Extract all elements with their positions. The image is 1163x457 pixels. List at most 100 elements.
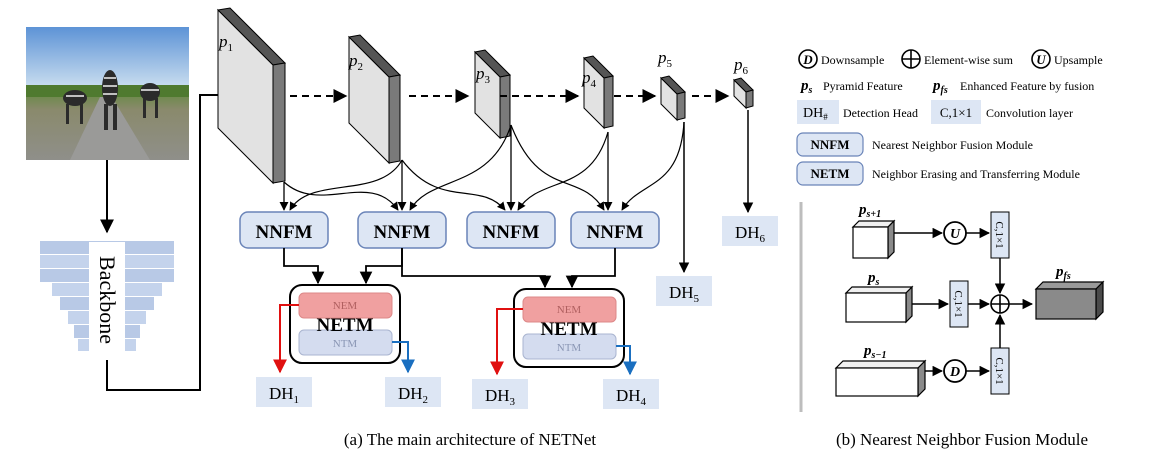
zebra-figure	[63, 70, 160, 130]
svg-text:DH3: DH3	[485, 386, 516, 408]
pyramid-label-p6: p6	[733, 55, 749, 77]
dh-box-5: DH5	[656, 276, 712, 306]
nnfm-label: NNFM	[256, 222, 313, 243]
conv-box-bot: C,1×1	[990, 347, 1010, 395]
element-sum-icon	[901, 49, 921, 69]
dh-box-4: DH4	[603, 379, 659, 409]
svg-text:ps−1: ps−1	[862, 343, 886, 361]
netm-label: NETM	[317, 315, 374, 336]
svg-text:DH#: DH#	[803, 106, 828, 122]
p-s-cuboid	[844, 285, 914, 324]
fusion-conv-label: C,1×1	[993, 221, 1005, 248]
legend-dh-label: Detection Head	[843, 106, 918, 120]
legend-dh-sub: #	[823, 112, 828, 122]
pyramid-label-p2: p2	[348, 51, 363, 73]
legend-ps-sub: s	[808, 85, 813, 96]
netm-block-1: NEM NTM NETM	[289, 284, 401, 364]
dh-box-6: DH6	[722, 216, 778, 246]
dh-label: DH	[485, 386, 510, 405]
fusion-conv-label: C,1×1	[952, 290, 964, 317]
svg-text:ps+1: ps+1	[857, 202, 881, 220]
p5-p6-to-dh-arrows	[678, 110, 754, 274]
pyramid-label-p5: p5	[657, 48, 673, 70]
ntm-label: NTM	[557, 342, 582, 354]
pyramid-plane-1: p1	[216, 7, 287, 185]
legend-pfs-symbol: p	[931, 78, 941, 94]
fusion-p-out: p	[1054, 264, 1064, 280]
dh-label: DH	[735, 223, 760, 242]
dh-box-2: DH2	[385, 377, 441, 407]
svg-text:DH6: DH6	[735, 223, 766, 245]
legend-sum-label: Element-wise sum	[924, 53, 1014, 67]
netm-output-arrows	[273, 304, 637, 376]
nnfm-box-2: NNFM	[357, 211, 447, 249]
detection-heads: DH1 DH2 DH3 DH4 DH5 DH6	[256, 216, 778, 409]
element-sum-icon	[990, 294, 1010, 314]
fusion-down-symbol: D	[949, 365, 960, 380]
caption-fusion: (b) Nearest Neighbor Fusion Module	[836, 430, 1088, 449]
nnfm-boxes: NNFM NNFM NNFM NNFM	[239, 211, 660, 249]
legend-upsample-symbol: U	[1036, 52, 1046, 67]
fusion-p-top: p	[857, 202, 867, 218]
legend-pfs-sub: fs	[941, 85, 948, 96]
nnfm-label: NNFM	[483, 222, 540, 243]
dh-label: DH	[269, 384, 294, 403]
legend-nnfm-box: NNFM	[811, 137, 850, 152]
input-image	[26, 27, 189, 160]
backbone: Backbone	[40, 241, 174, 360]
fusion-p-out-sub: fs	[1064, 271, 1071, 282]
svg-text:pfs: pfs	[1054, 264, 1071, 282]
netm-label: NETM	[541, 319, 598, 340]
nnfm-to-netm-arrows	[283, 248, 616, 289]
legend-netm-label: Neighbor Erasing and Transferring Module	[872, 167, 1080, 181]
netm-block-2: NEM NTM NETM	[513, 288, 625, 368]
svg-text:DH1: DH1	[269, 384, 299, 406]
dh-sub: 5	[694, 293, 700, 305]
legend-nnfm-label: Nearest Neighbor Fusion Module	[872, 138, 1033, 152]
dh-box-3: DH3	[472, 379, 528, 409]
svg-text:DH4: DH4	[616, 386, 647, 408]
fusion-conv-label: C,1×1	[993, 357, 1005, 384]
nem-label: NEM	[333, 300, 358, 312]
nnfm-label: NNFM	[587, 222, 644, 243]
dh-box-1: DH1	[256, 377, 312, 407]
legend-pfs-label: Enhanced Feature by fusion	[960, 79, 1094, 93]
legend: D Downsample Element-wise sum U Upsample…	[796, 49, 1103, 186]
svg-text:ps: ps	[799, 78, 813, 96]
fusion-module-diagram: ps+1 ps ps−1 U D C,1×1 C,1×1	[834, 202, 1105, 398]
pyramid-plane-4: p4	[581, 55, 614, 130]
legend-upsample-label: Upsample	[1054, 53, 1103, 67]
pyramid-label-p4: p4	[581, 68, 597, 90]
dh-sub: 4	[641, 396, 647, 408]
svg-text:ps: ps	[866, 270, 880, 288]
pyramid-plane-2: p2	[347, 34, 402, 165]
pyramid-label-p1: p1	[218, 32, 233, 54]
pyramid-plane-5: p5	[657, 48, 686, 122]
fusion-p-mid: p	[866, 270, 876, 286]
nem-label: NEM	[557, 304, 582, 316]
legend-ps-symbol: p	[799, 78, 809, 94]
legend-downsample-symbol: D	[802, 52, 813, 67]
legend-ps-label: Pyramid Feature	[823, 79, 903, 93]
caption-main: (a) The main architecture of NETNet	[344, 430, 596, 449]
neighbor-curve-arrows	[283, 121, 685, 211]
nnfm-label: NNFM	[374, 222, 431, 243]
downsample-symbol-icon	[798, 49, 818, 69]
p-s-minus-1-cuboid	[834, 359, 927, 398]
dh-sub: 3	[510, 396, 516, 408]
dh-sub: 2	[423, 394, 429, 406]
upsample-symbol-icon	[1031, 49, 1051, 69]
svg-text:DH2: DH2	[398, 384, 428, 406]
legend-netm-box: NETM	[811, 166, 850, 181]
dh-sub: 6	[760, 233, 766, 245]
nnfm-box-4: NNFM	[570, 211, 660, 249]
fusion-p-bot-sub: s−1	[871, 350, 887, 361]
p-s-plus-1-cuboid	[851, 219, 896, 260]
dh-label: DH	[398, 384, 423, 403]
conv-box-top: C,1×1	[990, 211, 1010, 259]
nnfm-box-1: NNFM	[239, 211, 329, 249]
backbone-to-p1-arrow	[106, 88, 242, 391]
legend-conv-label: Convolution layer	[986, 106, 1073, 120]
